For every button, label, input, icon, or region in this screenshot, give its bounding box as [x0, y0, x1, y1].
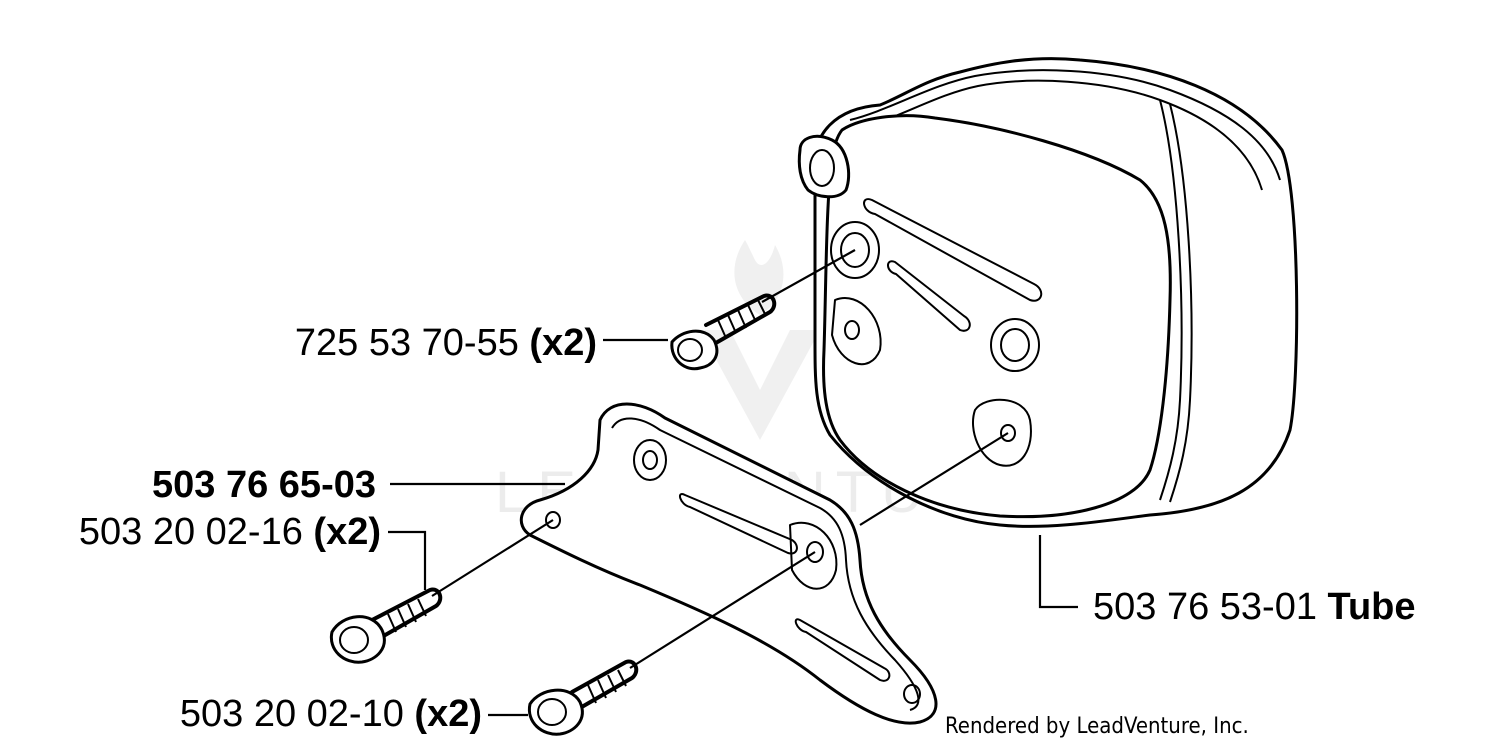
part-number: 725 53 70-55 — [295, 322, 519, 364]
part-number: 503 76 53-01 — [1093, 586, 1317, 628]
part-label-1: 725 53 70-55 (x2) — [295, 322, 597, 364]
part-label-3: 503 20 02-16 (x2) — [79, 511, 381, 553]
screw-503-20-02-10[interactable] — [527, 659, 639, 736]
part-number: 503 76 65-03 — [152, 464, 376, 506]
part-qualifier: Tube — [1328, 586, 1416, 628]
screw-503-20-02-16[interactable] — [329, 587, 443, 664]
part-number: 503 20 02-10 — [180, 693, 404, 735]
part-label-4: 503 20 02-10 (x2) — [180, 693, 482, 735]
muffler[interactable] — [797, 57, 1299, 528]
svg-text:503 20 02-16 (x2): 503 20 02-16 (x2) — [79, 511, 381, 553]
bracket[interactable] — [519, 402, 938, 725]
part-number: 503 20 02-16 — [79, 511, 303, 553]
part-qualifier: (x2) — [414, 693, 482, 735]
svg-text:503 20 02-10 (x2): 503 20 02-10 (x2) — [180, 693, 482, 735]
leader-lines — [388, 249, 1078, 717]
part-label-2: 503 76 65-03 — [152, 464, 376, 506]
part-qualifier: (x2) — [313, 511, 381, 553]
part-qualifier: (x2) — [529, 322, 597, 364]
svg-text:725 53 70-55 (x2): 725 53 70-55 (x2) — [295, 322, 597, 364]
part-label-5: 503 76 53-01 Tube — [1093, 586, 1416, 628]
screw-725-53-70-55[interactable] — [670, 293, 777, 371]
credit-text: Rendered by LeadVenture, Inc. — [945, 714, 1249, 739]
svg-text:503 76 53-01 Tube: 503 76 53-01 Tube — [1093, 586, 1416, 628]
